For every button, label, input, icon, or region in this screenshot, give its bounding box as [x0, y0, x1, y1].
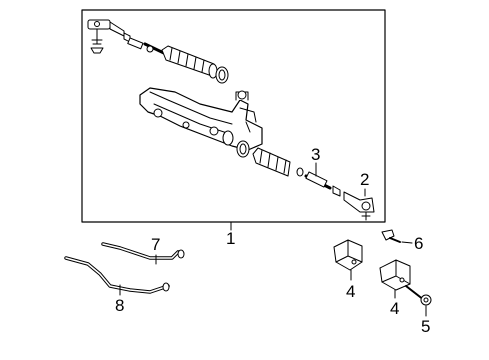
callout-8: 8 — [115, 296, 124, 315]
bolt-large — [405, 285, 432, 306]
return-hose — [64, 256, 170, 294]
inner-tie-rod-lower — [296, 167, 341, 197]
callout-1: 1 — [226, 229, 235, 248]
callout-4-upper: 4 — [346, 282, 355, 301]
callout-7: 7 — [151, 235, 160, 254]
callout-2: 2 — [360, 170, 369, 189]
outer-tie-rod-end-lower — [343, 191, 375, 221]
boot-clamp-lower — [236, 140, 250, 158]
rack-and-pinion-housing — [139, 87, 263, 151]
callout-4-lower: 4 — [390, 299, 399, 318]
callout-3: 3 — [311, 145, 320, 164]
bolt-small — [381, 229, 401, 243]
rack-boot-upper — [161, 45, 218, 79]
callout-6: 6 — [414, 234, 423, 253]
boot-clamp-upper — [215, 66, 229, 84]
rack-boot-lower — [252, 147, 291, 177]
mounting-bracket-lower — [379, 259, 411, 291]
leader-line-6 — [401, 241, 413, 244]
pressure-hose — [101, 242, 185, 260]
outer-tie-rod-end-upper — [87, 19, 125, 54]
callout-5: 5 — [421, 317, 430, 336]
mounting-bracket-upper — [333, 239, 363, 271]
